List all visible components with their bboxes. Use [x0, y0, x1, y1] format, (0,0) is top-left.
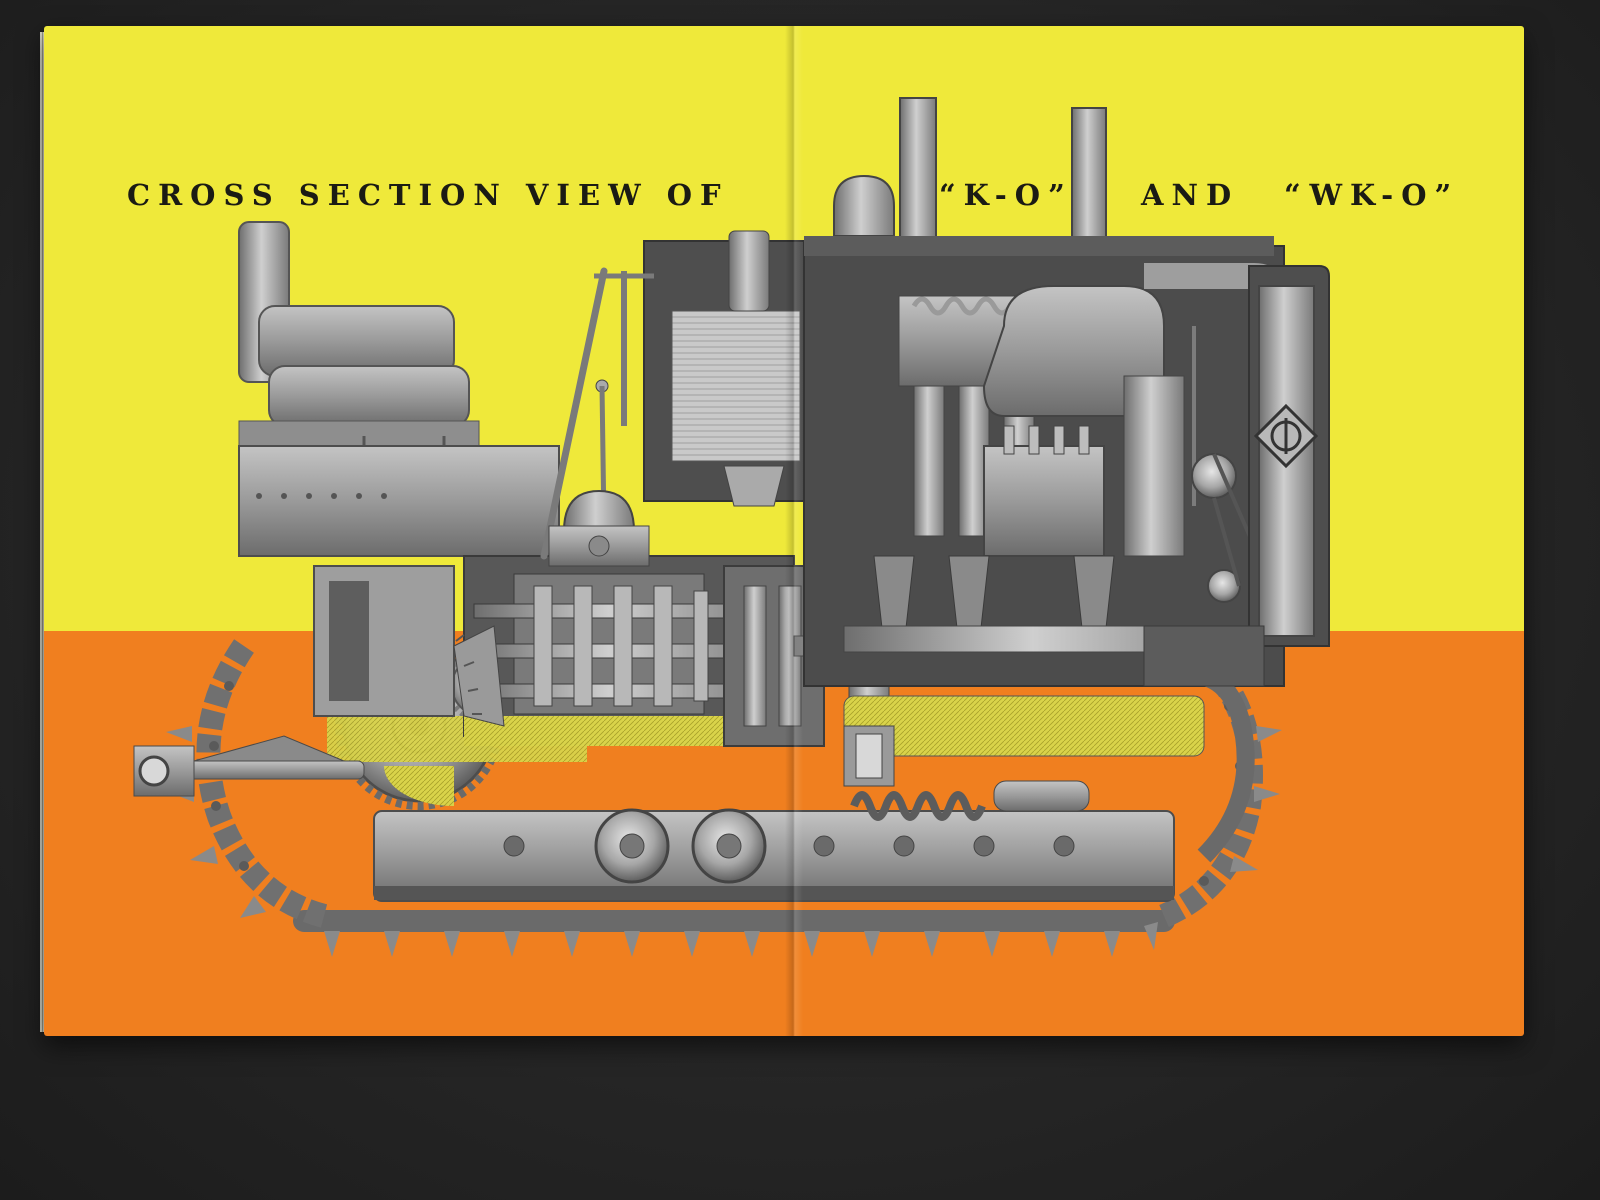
open-brochure: CROSS SECTION VIEW OF “K-O” AND “WK-O” [44, 26, 1524, 1036]
fuel-tank [540, 230, 805, 560]
track-frame [373, 780, 1175, 902]
front-idler [1143, 625, 1265, 863]
operator-seat [238, 221, 480, 478]
drawbar-hitch [133, 735, 365, 797]
tractor-cross-section-illustration [133, 97, 1330, 957]
fan-pulleys [1191, 453, 1256, 603]
title-part-4: “WK-O” [1284, 178, 1460, 212]
title-part-1: CROSS SECTION VIEW OF [127, 178, 729, 212]
brochure-spine [785, 26, 803, 1036]
title-part-3: AND [1141, 178, 1240, 212]
radiator [1234, 265, 1330, 686]
governor [548, 489, 650, 567]
title-part-2: “K-O” [939, 178, 1073, 212]
rear-body [238, 445, 560, 717]
engine-block [803, 245, 1285, 787]
